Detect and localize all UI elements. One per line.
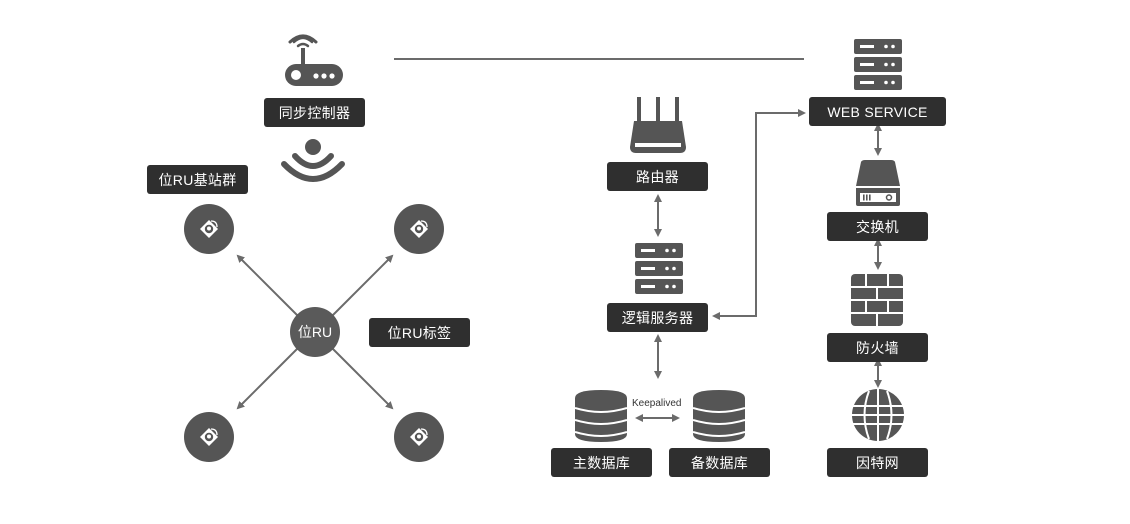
ru-node-top-left[interactable] (184, 204, 234, 254)
sync-controller-label: 同步控制器 (264, 98, 365, 127)
server-web-elbow-arrow (712, 109, 806, 320)
internet-label: 因特网 (827, 448, 928, 477)
location-tag-icon (200, 428, 218, 446)
signal-broadcast-icon (280, 136, 346, 191)
firewall-label: 防火墙 (827, 333, 928, 362)
location-tag-icon (200, 220, 218, 238)
ru-arrow-top-left (236, 254, 301, 319)
switch-label: 交换机 (827, 212, 928, 241)
web-server-icon (854, 39, 902, 96)
ru-arrow-bottom-left (236, 345, 301, 410)
ru-station-group-label: 位RU基站群 (147, 165, 248, 194)
globe-icon (852, 389, 904, 446)
ru-tag-label: 位RU标签 (369, 318, 470, 347)
location-tag-icon (410, 220, 428, 238)
logic-server-label: 逻辑服务器 (607, 303, 708, 332)
ru-center-node[interactable]: 位RU (290, 307, 340, 357)
firewall-icon (851, 274, 903, 331)
wifi-router-icon (284, 30, 344, 97)
router-icon (628, 97, 688, 160)
web-service-label: WEB SERVICE (809, 97, 946, 126)
backup-database-label: 备数据库 (669, 448, 770, 477)
ru-node-bottom-right[interactable] (394, 412, 444, 462)
switch-icon (855, 160, 901, 211)
backup-database-icon (692, 390, 746, 447)
primary-database-icon (574, 390, 628, 447)
primary-database-label: 主数据库 (551, 448, 652, 477)
ru-arrow-top-right (329, 254, 394, 319)
keepalived-label: Keepalived (632, 398, 682, 409)
ru-arrow-bottom-right (329, 345, 394, 410)
ru-node-bottom-left[interactable] (184, 412, 234, 462)
logic-server-icon (635, 243, 683, 300)
ru-node-top-right[interactable] (394, 204, 444, 254)
router-label: 路由器 (607, 162, 708, 191)
location-tag-icon (410, 428, 428, 446)
